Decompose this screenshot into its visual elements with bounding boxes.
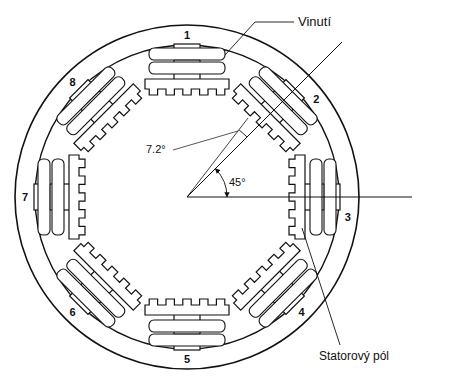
winding-coil [149, 48, 225, 60]
pole-number: 4 [297, 306, 305, 318]
winding-coil [52, 159, 64, 235]
pole-number: 2 [312, 93, 320, 105]
pole-number: 7 [21, 191, 29, 203]
winding-coil [38, 159, 50, 235]
pole-number: 8 [68, 76, 76, 88]
winding-coil [149, 62, 225, 74]
winding-coil [149, 320, 225, 332]
part-label: Statorový pól [318, 350, 390, 363]
stator-pole [49, 59, 144, 154]
stator-pole [145, 44, 229, 95]
winding-coil [247, 257, 309, 319]
winding-coil [65, 257, 127, 319]
leader-line [225, 22, 294, 55]
pole-number: 3 [344, 211, 352, 223]
angle-label: 7.2° [145, 143, 167, 155]
stator-pole [34, 155, 85, 239]
winding-coil [149, 334, 225, 346]
angle-lines [173, 22, 412, 345]
leader-line [302, 228, 340, 345]
stator-pole [49, 239, 144, 334]
pole-number: 5 [183, 353, 191, 365]
part-label: Vinutí [297, 15, 332, 29]
angle-label: 45° [228, 176, 247, 188]
pole-number: 6 [68, 306, 76, 318]
stator-pole [145, 299, 229, 350]
pole-number: 1 [183, 29, 191, 41]
winding-coil [65, 75, 127, 137]
